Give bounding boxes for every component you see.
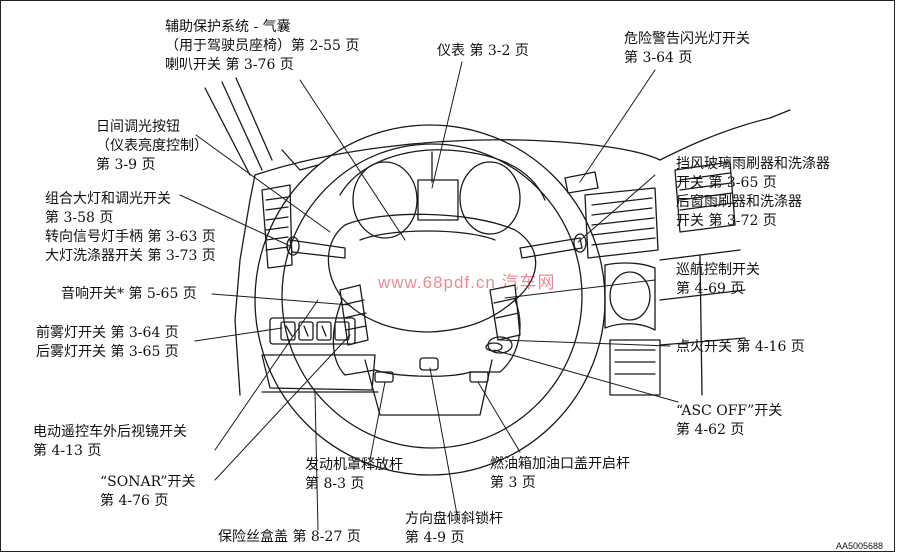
asc-switch	[485, 342, 503, 352]
label-dimmer: 日间调光按钮（仪表亮度控制）第 3-9 页	[96, 119, 208, 173]
label-tilt: 方向盘倾斜锁杆第 4-9 页	[405, 511, 503, 546]
label-fuel: 燃油箱加油口盖开启杆第 3 页	[490, 456, 630, 491]
leader-hazard	[579, 69, 656, 183]
leader-fog	[194, 327, 283, 342]
label-mirror: 电动遥控车外后视镜开关第 4-13 页	[33, 424, 187, 459]
label-fuse: 保险丝盒盖 第 8-27 页	[218, 529, 361, 545]
center-vent	[584, 187, 659, 259]
fuse-box-cover	[261, 354, 376, 391]
leader-wiper	[577, 174, 656, 243]
leader-dimmer	[195, 134, 331, 233]
center-console	[604, 262, 656, 331]
steering-column	[364, 359, 493, 416]
dashboard-outline	[254, 139, 661, 176]
label-headlamp: 组合大灯和调光开关第 3-58 页转向信号灯手柄 第 3-63 页大灯洗涤器开关…	[45, 191, 216, 264]
leader-airbag	[299, 79, 406, 241]
leader-gauges	[431, 61, 463, 189]
label-cruise: 巡航控制开关第 4-69 页	[676, 262, 760, 297]
label-hood: 发动机罩释放杆第 8-3 页	[305, 457, 403, 492]
leader-ignition	[499, 339, 671, 347]
leader-cruise	[504, 279, 656, 299]
label-hazard: 危险警告闪光灯开关第 3-64 页	[624, 31, 750, 66]
label-wiper: 挡风玻璃雨刷器和洗涤器开关 第 3-65 页后窗雨刷器和洗涤器开关 第 3-72…	[676, 156, 830, 229]
leader-headlamp	[179, 194, 291, 247]
hazard-switch	[564, 171, 599, 194]
right-vent	[674, 161, 736, 233]
leader-lines	[179, 61, 679, 531]
defroster-vent	[281, 149, 319, 171]
left-spoke	[332, 299, 376, 376]
left-vent	[261, 184, 293, 269]
label-fog: 前雾灯开关 第 3-64 页后雾灯开关 第 3-65 页	[36, 325, 179, 360]
leader-audio	[211, 293, 351, 306]
watermark: www.68pdf.cn 汽车网	[378, 273, 556, 292]
label-audio: 音响开关* 第 5-65 页	[61, 286, 197, 302]
cruise-switches	[489, 284, 521, 341]
fog-switch-panel	[269, 317, 356, 345]
audio-switches	[339, 284, 369, 346]
leader-asc	[493, 349, 679, 403]
hood-release	[374, 371, 394, 383]
steering-wheel-rim	[254, 124, 606, 476]
leader-sonar	[214, 334, 351, 481]
wiper-stalk	[519, 237, 583, 259]
label-gauges: 仪表 第 3-2 页	[437, 43, 529, 59]
figure-code: AA5005688	[835, 541, 883, 551]
leader-fuel	[477, 381, 521, 453]
label-sonar: “SONAR”开关第 4-76 页	[100, 474, 196, 509]
leader-mirror	[214, 299, 319, 451]
leader-hood	[369, 381, 386, 461]
right-spoke	[469, 299, 521, 373]
a-pillar	[204, 77, 273, 176]
headlamp-stalk	[289, 239, 346, 259]
fuel-release	[469, 371, 489, 383]
leader-fuse	[314, 391, 319, 531]
label-ignition: 点火开关 第 4-16 页	[676, 339, 805, 355]
tilt-lever	[419, 357, 439, 371]
label-airbag: 辅助保护系统 - 气囊（用于驾驶员座椅）第 2-55 页喇叭开关 第 3-76 …	[165, 19, 360, 73]
label-asc: “ASC OFF”开关第 4-62 页	[676, 403, 783, 438]
leader-tilt	[429, 367, 459, 521]
